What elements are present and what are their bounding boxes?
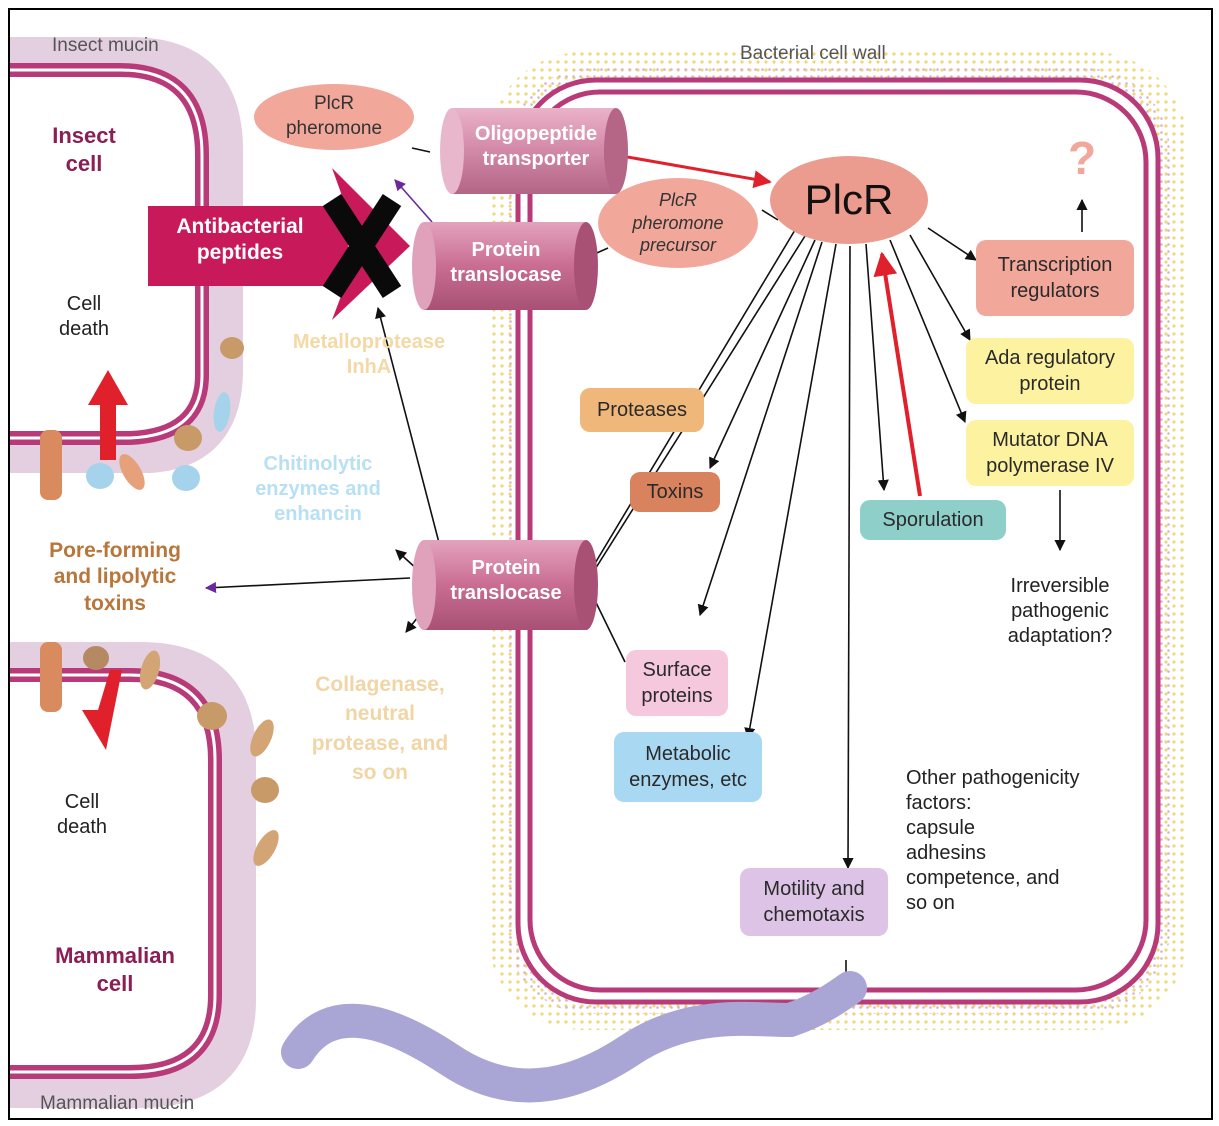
other-factors-label: Other pathogenicity factors: capsule adh… bbox=[906, 767, 1080, 914]
sporulation-to-plcr-arrow bbox=[873, 251, 922, 497]
transporter-to-plcr-arrow bbox=[615, 153, 772, 189]
irreversible-label: Irreversible pathogenic adaptation? bbox=[1007, 575, 1113, 647]
cell-death-arrow-bottom bbox=[82, 670, 122, 750]
protein-translocase-top-label: Protein translocase bbox=[450, 239, 562, 286]
metalloprotease-label: Metalloprotease InhA bbox=[292, 331, 446, 378]
pathogenicity-diagram: Insect mucin Bacterial cell wall Mammali… bbox=[8, 8, 1213, 1120]
chitinolytic-label: Chitinolytic enzymes and enhancin bbox=[255, 453, 381, 525]
pore-channel-bottom bbox=[40, 642, 62, 712]
insect-cell-label: Insect cell bbox=[52, 123, 116, 176]
mammalian-membrane bbox=[10, 668, 222, 1079]
sporulation-box: Sporulation bbox=[860, 500, 1006, 540]
ada-regulatory-box: Ada regulatory protein bbox=[966, 338, 1134, 404]
plcr-pheromone-precursor: PlcR pheromone precursor bbox=[598, 178, 758, 268]
cell-death-top-label: Cell death bbox=[58, 293, 110, 340]
proteases-box: Proteases bbox=[580, 388, 704, 432]
toxin-particles bbox=[83, 337, 279, 866]
transcription-regulators-box: Transcription regulators bbox=[976, 240, 1134, 316]
bacterial-cell-wall-label: Bacterial cell wall bbox=[740, 43, 886, 64]
antibacterial-block bbox=[148, 206, 348, 286]
protein-translocase-mid-cylinder bbox=[412, 540, 598, 630]
plcr-pheromone: PlcR pheromone bbox=[254, 84, 414, 150]
pore-channel-top bbox=[40, 430, 62, 500]
toxins-box: Toxins bbox=[630, 472, 720, 512]
inhibition-x-icon bbox=[322, 193, 402, 299]
insect-mucin-label: Insect mucin bbox=[52, 35, 159, 56]
mutator-dna-box: Mutator DNA polymerase IV bbox=[966, 420, 1134, 486]
cell-death-bottom-label: Cell death bbox=[56, 791, 108, 838]
mammalian-mucin-label: Mammalian mucin bbox=[40, 1093, 195, 1114]
oligopeptide-transporter-label: Oligopeptide transporter bbox=[474, 123, 598, 170]
collagenase-label: Collagenase, neutral protease, and so on bbox=[311, 673, 449, 785]
protein-translocase-mid-label: Protein translocase bbox=[450, 557, 562, 604]
oligopeptide-transporter-cylinder bbox=[440, 108, 628, 194]
metabolic-enzymes-box: Metabolic enzymes, etc bbox=[614, 732, 762, 802]
protein-translocase-top-cylinder bbox=[412, 222, 598, 310]
flagellum bbox=[281, 971, 867, 1103]
mammalian-cell-label: Mammalian cell bbox=[55, 943, 175, 996]
motility-box: Motility and chemotaxis bbox=[740, 868, 888, 936]
plcr-node: PlcR bbox=[770, 156, 928, 244]
cell-death-arrow-top bbox=[88, 370, 128, 460]
pore-forming-label: Pore-forming and lipolytic toxins bbox=[49, 539, 181, 615]
question-mark: ? bbox=[1067, 132, 1097, 184]
antibacterial-peptides-label: Antibacterial peptides bbox=[176, 215, 304, 265]
surface-proteins-box: Surface proteins bbox=[626, 650, 728, 716]
